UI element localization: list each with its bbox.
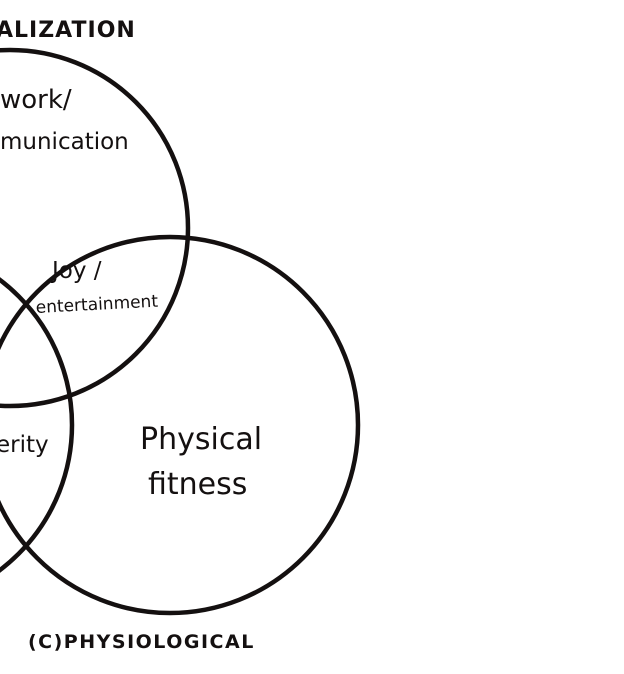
footer-label: (C)PHYSIOLOGICAL xyxy=(28,631,255,653)
header-label: ALIZATION xyxy=(0,18,136,43)
work-communication-label-line1: work/ xyxy=(0,85,72,115)
joy-label-line1: Joy / xyxy=(50,258,102,284)
left-circle-safety xyxy=(0,277,75,573)
bottom-right-circle-physiological xyxy=(0,234,361,616)
physical-fitness-label-line1: Physical xyxy=(140,422,262,457)
security-label-partial: erity xyxy=(0,432,49,458)
physical-fitness-label-line2: fitness xyxy=(148,467,247,502)
top-circle-self-actualization xyxy=(0,47,191,409)
joy-label-line2: entertainment xyxy=(35,292,159,318)
work-communication-label-line2: munication xyxy=(0,129,129,155)
